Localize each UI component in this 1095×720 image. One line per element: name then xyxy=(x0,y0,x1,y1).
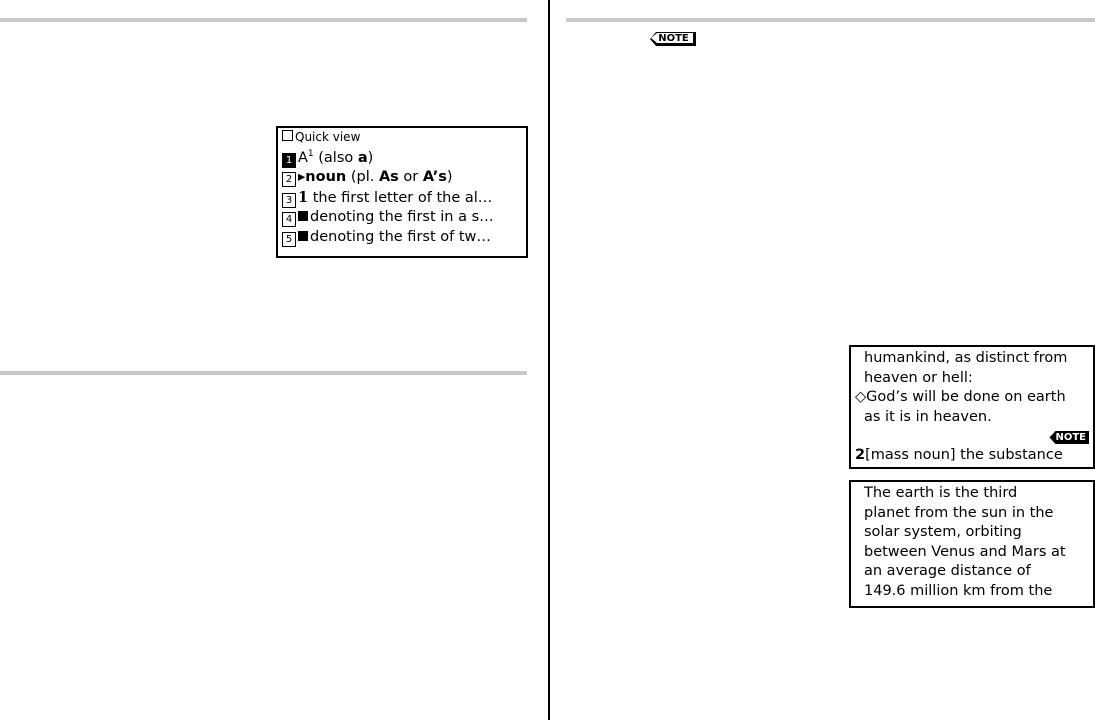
entry-line: humankind, as distinct from xyxy=(864,350,1068,366)
note-icon[interactable]: NOTE xyxy=(1049,431,1089,444)
note-line: an average distance of xyxy=(864,563,1031,579)
entry-sense: 2[mass noun] the substance xyxy=(855,447,1063,463)
entry-line: heaven or hell: xyxy=(864,369,973,386)
note-line: solar system, orbiting xyxy=(864,524,1022,540)
note-line: planet from the sun in the xyxy=(864,504,1054,521)
note-line: between Venus and Mars at xyxy=(864,543,1066,560)
quick-view-title: Quick view xyxy=(282,129,522,145)
section-rule xyxy=(0,371,527,375)
quick-view-item[interactable]: 2▸noun (pl. As or A’s) xyxy=(282,168,522,188)
note-line: 149.6 million km from the xyxy=(864,582,1053,599)
entry-line: as it is in heaven. xyxy=(864,408,992,425)
note-line: The earth is the third xyxy=(864,485,1018,501)
section-rule xyxy=(566,18,1095,22)
note-icon: NOTE xyxy=(650,32,696,46)
entry-example: ◇God’s will be done on earth xyxy=(855,389,1066,405)
section-rule xyxy=(0,18,527,22)
column-divider xyxy=(548,0,550,720)
entry-screen: humankind, as distinct from heaven or he… xyxy=(849,345,1095,469)
note-screen: The earth is the third planet from the s… xyxy=(849,480,1095,608)
